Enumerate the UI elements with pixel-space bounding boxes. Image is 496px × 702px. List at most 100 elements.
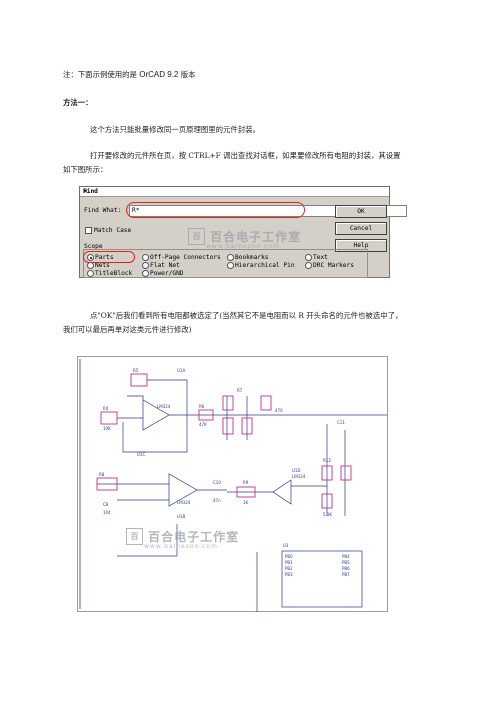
val-47n: 47n xyxy=(213,498,221,503)
resistor-selected xyxy=(222,417,234,435)
note-suffix: 版本 xyxy=(178,70,196,79)
resistor-selected xyxy=(222,395,234,411)
scope-label-drc: DRC Markers xyxy=(313,262,354,269)
opamp-3 xyxy=(272,479,292,505)
product-name: OrCAD 9.2 xyxy=(139,70,179,79)
ref-c11: C11 xyxy=(337,420,345,425)
val-5k1: 5.1K xyxy=(323,512,332,517)
cancel-button[interactable]: Cancel xyxy=(335,222,387,235)
ref-r12: R12 xyxy=(323,458,331,463)
ic-pin-5: PB5 xyxy=(342,560,350,565)
ic-pin-0: PB0 xyxy=(285,554,293,559)
ref-u3: U3 xyxy=(283,543,289,548)
ref-r4: R4 xyxy=(103,406,109,411)
help-button[interactable]: Help xyxy=(335,239,387,252)
scope-radio-nets[interactable] xyxy=(87,262,94,269)
watermark-name: 百合电子工作室 xyxy=(210,230,302,244)
find-what-label: Find What: xyxy=(84,207,122,214)
val-104: 104 xyxy=(103,510,111,515)
scope-label: Scope xyxy=(84,243,103,250)
paragraph-3-line-1: 点"OK"后我们看到所有电阻都被选定了(当然其它不是电阻而以 R 开头命名的元件… xyxy=(90,311,403,320)
ic-pin-6: PB6 xyxy=(342,566,350,571)
val-470: 470 xyxy=(275,408,283,413)
paragraph-1: 这个方法只能批量修改同一页原理图里的元件封装。 xyxy=(90,125,260,134)
scope-radio-hierpin[interactable] xyxy=(227,262,234,269)
resistor-selected xyxy=(100,411,118,425)
resistor-selected xyxy=(241,417,253,435)
ref-r5: R5 xyxy=(133,368,139,373)
scope-label-nets: Nets xyxy=(95,262,110,269)
ref-u1b: U1B xyxy=(177,514,185,519)
paragraph-2-line-2: 如下图所示： xyxy=(63,165,108,174)
val-10k: 10K xyxy=(103,426,111,431)
watermark-url: www.baihesoo.com xyxy=(144,543,218,550)
ic-pin-3: PB3 xyxy=(285,572,293,577)
match-case-label: Match Case xyxy=(94,227,132,234)
dialog-title: Find xyxy=(83,188,98,195)
resistor-selected xyxy=(340,465,352,481)
match-case-checkbox[interactable] xyxy=(85,227,92,234)
ref-u1d: U1D xyxy=(292,468,301,473)
scope-radio-bookmarks[interactable] xyxy=(227,254,234,261)
scope-label-powergnd: Power/GND xyxy=(150,270,184,277)
opamp-1 xyxy=(142,399,170,431)
schematic-screenshot: R4 10K R5 LM324 LM324 LM324 R6 47K R7 47… xyxy=(77,356,388,612)
resistor-selected xyxy=(321,465,333,481)
version-note: 注：下面示例使用的是 OrCAD 9.2 版本 xyxy=(63,68,196,81)
scope-label-text: Text xyxy=(313,254,328,261)
scope-radio-text[interactable] xyxy=(305,254,312,261)
ref-r6: R6 xyxy=(199,404,205,409)
scope-label-hierpin: Hierarchical Pin xyxy=(235,262,295,269)
ref-c8: C8 xyxy=(103,502,109,507)
scope-label-flatnet: Flat Net xyxy=(150,262,180,269)
scope-radio-titleblock[interactable] xyxy=(87,270,94,277)
paragraph-3-line-2: 我们可以最后再单对这类元件进行修改) xyxy=(63,325,192,334)
ok-button[interactable]: OK xyxy=(335,205,387,218)
scope-radio-offpage[interactable] xyxy=(142,254,149,261)
scope-radio-drc[interactable] xyxy=(305,262,312,269)
close-icon[interactable]: × xyxy=(83,188,89,195)
paragraph-2-line-1: 打开要修改的元件所在页，按 CTRL+F 调出查找对话框，如果要修改所有电阻的封… xyxy=(90,151,401,160)
watermark-url: www.baihesoo.com xyxy=(206,243,280,250)
ic-pin-4: PB4 xyxy=(342,554,350,559)
find-dialog: Find × Find What: R* Match Case OK Cance… xyxy=(79,186,407,278)
scope-label-offpage: Off-Page Connectors xyxy=(150,254,221,261)
opamp-1-label: LM324 xyxy=(157,404,171,409)
scope-radio-flatnet[interactable] xyxy=(142,262,149,269)
ref-u1a: U1A xyxy=(177,368,185,373)
dialog-titlebar: Find × xyxy=(80,187,389,197)
watermark-2: 百 百合电子工作室 www.baihesoo.com xyxy=(126,526,239,550)
watermark-logo-icon: 百 xyxy=(188,228,205,245)
note-prefix: 注：下面示例使用的是 xyxy=(63,70,140,79)
scope-group xyxy=(83,249,368,278)
resistor-selected xyxy=(96,477,118,491)
opamp-2 xyxy=(168,473,198,507)
resistor-selected xyxy=(236,486,256,498)
ref-u1c: U1C xyxy=(137,452,145,457)
watermark-logo-icon: 百 xyxy=(126,528,143,545)
resistor-selected xyxy=(198,409,214,421)
resistor-selected xyxy=(130,373,148,387)
ic-u3 xyxy=(281,550,363,608)
find-what-highlight xyxy=(126,202,305,218)
scope-label-bookmarks: Bookmarks xyxy=(235,254,269,261)
ic-pin-1: PB1 xyxy=(285,560,293,565)
watermark-1: 百 百合电子工作室 www.baihesoo.com xyxy=(188,226,301,250)
ic-pin-2: PB2 xyxy=(285,566,293,571)
ref-r7: R7 xyxy=(237,388,243,393)
opamp-2-label: LM324 xyxy=(177,500,191,505)
val-1k: 1K xyxy=(243,500,249,505)
scope-radio-powergnd[interactable] xyxy=(142,270,149,277)
ref-r8: R8 xyxy=(99,472,105,477)
ic-pin-7: PB7 xyxy=(342,572,350,577)
ref-r9: R9 xyxy=(243,480,249,485)
opamp-3-label: LM324 xyxy=(292,474,306,479)
scope-label-parts: Parts xyxy=(95,254,114,261)
scope-label-titleblock: TitleBlock xyxy=(95,270,133,277)
resistor-selected xyxy=(260,395,272,411)
parts-highlight xyxy=(83,251,135,263)
resistor-selected xyxy=(321,493,333,509)
watermark-name: 百合电子工作室 xyxy=(148,530,240,544)
find-what-value: R* xyxy=(132,207,140,214)
ref-c10: C10 xyxy=(213,480,221,485)
